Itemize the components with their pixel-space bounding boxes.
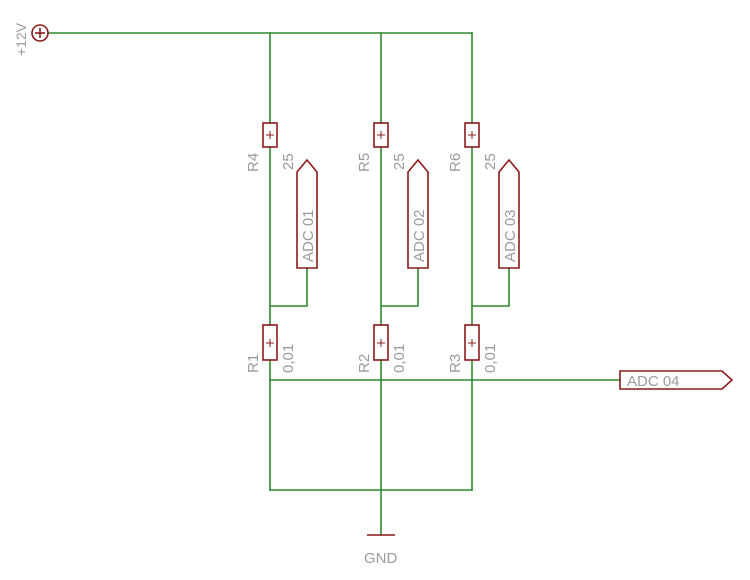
port-label-adc04: ADC 04 xyxy=(627,373,680,390)
resistor-r1: R1 0,01 xyxy=(245,324,297,373)
port-label-adc03: ADC 03 xyxy=(502,209,519,262)
port-adc04: ADC 04 xyxy=(619,370,734,390)
port-adc01: ADC 01 xyxy=(296,158,318,269)
resistor-body-r1 xyxy=(262,324,278,361)
wire-adc03-tap xyxy=(471,267,510,307)
resistor-r6: R6 25 xyxy=(447,122,499,172)
resistor-body-r5 xyxy=(373,122,389,148)
port-arrow-icon xyxy=(407,158,429,269)
port-arrow-icon xyxy=(296,158,318,269)
port-arrow-icon xyxy=(619,370,734,390)
port-label-adc01: ADC 01 xyxy=(300,209,317,262)
resistor-value-r1: 0,01 xyxy=(280,344,297,373)
resistor-r2: R2 0,01 xyxy=(356,324,408,373)
resistor-ref-r1: R1 xyxy=(245,354,262,373)
resistor-body-r6 xyxy=(464,122,480,148)
resistor-value-r6: 25 xyxy=(482,153,499,170)
resistor-r3: R3 0,01 xyxy=(447,324,499,373)
resistor-value-r2: 0,01 xyxy=(391,344,408,373)
supply-12v: +12V xyxy=(13,22,49,56)
resistor-value-r3: 0,01 xyxy=(482,344,499,373)
resistor-value-r5: 25 xyxy=(391,153,408,170)
resistor-r4: R4 25 xyxy=(245,122,297,172)
port-arrow-icon xyxy=(498,158,520,269)
resistor-body-r2 xyxy=(373,324,389,361)
port-label-adc02: ADC 02 xyxy=(411,209,428,262)
resistor-ref-r2: R2 xyxy=(356,354,373,373)
port-adc03: ADC 03 xyxy=(498,158,520,269)
ground-symbol: GND xyxy=(364,534,398,567)
resistor-body-r4 xyxy=(262,122,278,148)
port-adc02: ADC 02 xyxy=(407,158,429,269)
wire-adc02-tap xyxy=(380,267,419,307)
supply-label: +12V xyxy=(13,22,29,56)
resistor-body-r3 xyxy=(464,324,480,361)
wire-adc01-tap xyxy=(269,267,308,307)
resistor-ref-r3: R3 xyxy=(447,354,464,373)
resistor-ref-r5: R5 xyxy=(356,153,373,172)
supply-symbol-icon xyxy=(31,24,49,42)
wires xyxy=(47,32,621,536)
resistor-ref-r6: R6 xyxy=(447,153,464,172)
resistor-ref-r4: R4 xyxy=(245,153,262,172)
resistor-value-r4: 25 xyxy=(280,153,297,170)
resistor-r5: R5 25 xyxy=(356,122,408,172)
ground-label: GND xyxy=(364,550,398,567)
